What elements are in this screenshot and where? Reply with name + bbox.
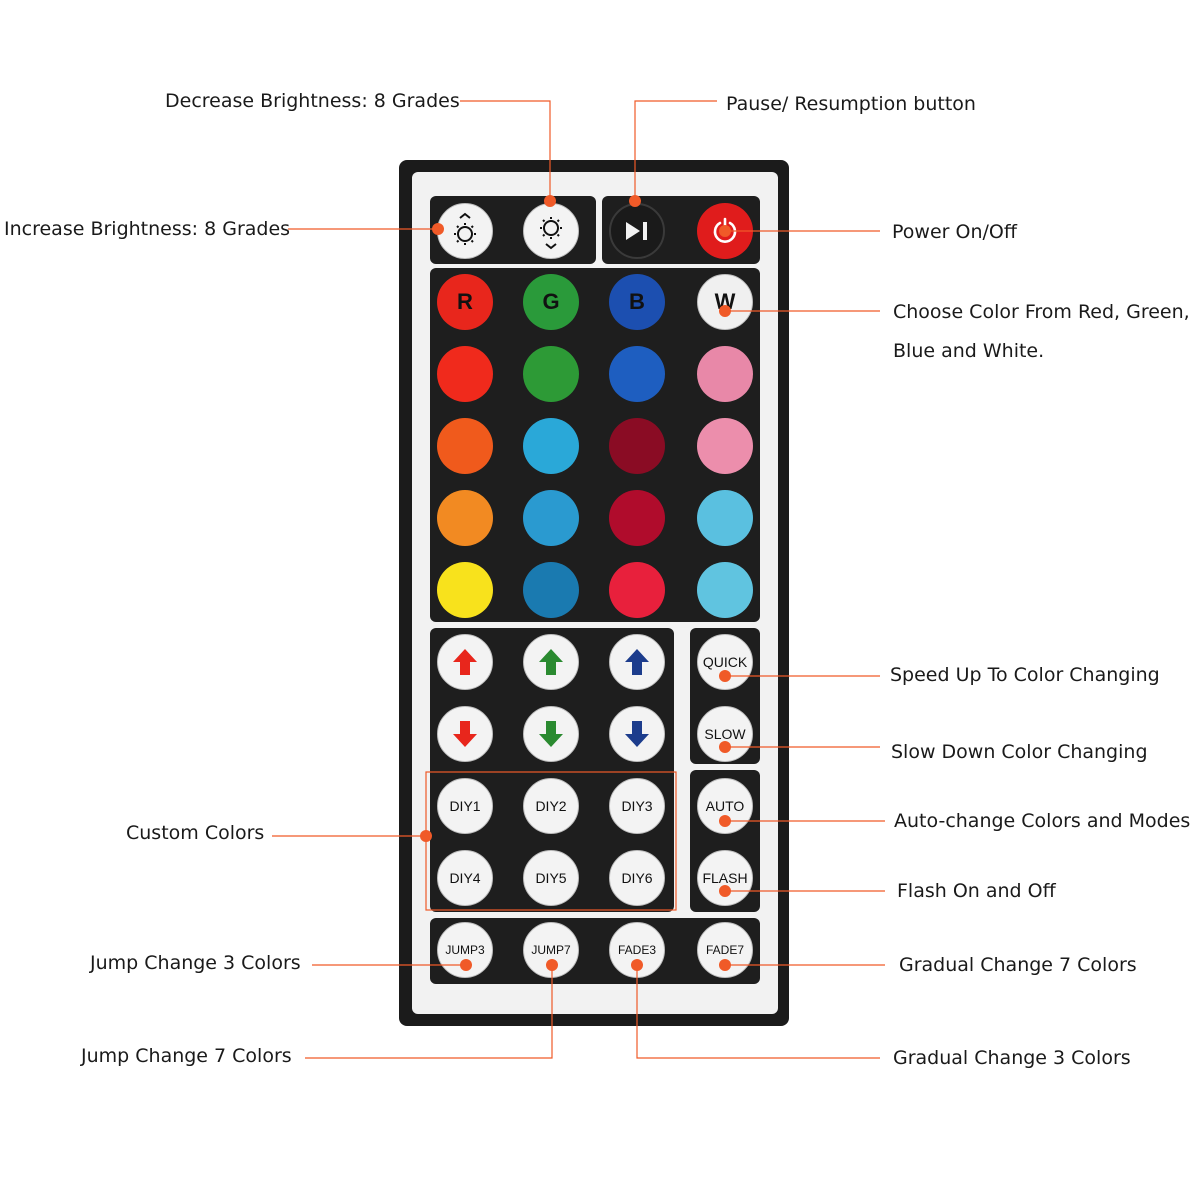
flash-button-label: FLASH <box>702 870 748 886</box>
diy3-button[interactable]: DIY3 <box>609 778 665 834</box>
red-down-button[interactable] <box>437 706 493 762</box>
arrow-down-icon <box>625 721 649 747</box>
callout-dot-flash <box>719 885 731 897</box>
color-button-r4c1[interactable] <box>437 490 493 546</box>
auto-button[interactable]: AUTO <box>697 778 753 834</box>
brightness-down-icon <box>540 217 562 250</box>
arrow-up-icon <box>625 649 649 675</box>
color-button-w[interactable]: W <box>697 274 753 330</box>
quick-button-label: QUICK <box>702 654 748 670</box>
label-choose-color-1: Choose Color From Red, Green, <box>893 301 1190 323</box>
callout-dot-jump7 <box>546 959 558 971</box>
label-choose-color-2: Blue and White. <box>893 340 1045 362</box>
diy5-button[interactable]: DIY5 <box>523 850 579 906</box>
fade3-button-label: FADE3 <box>617 943 656 957</box>
color-button-r3c4[interactable] <box>697 418 753 474</box>
jump3-button-label: JUMP3 <box>445 943 485 957</box>
callout-dot-jump3 <box>460 959 472 971</box>
red-up-button[interactable] <box>437 634 493 690</box>
callout-dot-custom <box>420 830 432 842</box>
color-button-b[interactable]: B <box>609 274 665 330</box>
color-button-r2c3[interactable] <box>609 346 665 402</box>
diy1-button[interactable]: DIY1 <box>437 778 493 834</box>
callout-dot-choose <box>719 305 731 317</box>
label-decrease-brightness: Decrease Brightness: 8 Grades <box>165 90 460 112</box>
arrow-up-icon <box>539 649 563 675</box>
fade7-button-label: FADE7 <box>705 943 744 957</box>
blue-up-button[interactable] <box>609 634 665 690</box>
diy3-button-label: DIY3 <box>621 798 653 814</box>
color-button-r2c2[interactable] <box>523 346 579 402</box>
color-button-r5c2[interactable] <box>523 562 579 618</box>
brightness-up-button[interactable] <box>437 203 493 259</box>
diy4-button[interactable]: DIY4 <box>437 850 493 906</box>
brightness-up-icon <box>454 212 476 245</box>
diy5-button-label: DIY5 <box>535 870 567 886</box>
color-button-g[interactable]: G <box>523 274 579 330</box>
color-button-r-label: R <box>457 289 473 314</box>
color-button-g-label: G <box>542 289 560 314</box>
color-button-r2c1[interactable] <box>437 346 493 402</box>
arrow-down-icon <box>453 721 477 747</box>
label-jump7: Jump Change 7 Colors <box>81 1045 292 1067</box>
auto-button-label: AUTO <box>705 798 745 814</box>
callout-dot-fade3 <box>631 959 643 971</box>
label-increase-brightness: Increase Brightness: 8 Grades <box>4 218 291 240</box>
label-fade7: Gradual Change 7 Colors <box>899 954 1137 976</box>
color-button-b-label: B <box>629 289 645 314</box>
color-button-r[interactable]: R <box>437 274 493 330</box>
green-down-button[interactable] <box>523 706 579 762</box>
callout-dot-quick <box>719 670 731 682</box>
blue-down-button[interactable] <box>609 706 665 762</box>
arrow-up-icon <box>453 649 477 675</box>
label-speed-up: Speed Up To Color Changing <box>890 664 1160 686</box>
callout-dot-pause <box>629 195 641 207</box>
callout-line-pause <box>634 100 717 201</box>
play-pause-button[interactable] <box>609 203 665 259</box>
color-button-r4c2[interactable] <box>523 490 579 546</box>
color-button-r2c4[interactable] <box>697 346 753 402</box>
label-custom-colors: Custom Colors <box>126 822 265 844</box>
callout-dot-increase <box>432 223 444 235</box>
diy2-button[interactable]: DIY2 <box>523 778 579 834</box>
callout-dot-auto <box>719 815 731 827</box>
slow-button[interactable]: SLOW <box>697 706 753 762</box>
play-pause-icon <box>626 222 647 240</box>
color-button-r5c1[interactable] <box>437 562 493 618</box>
slow-button-label: SLOW <box>704 726 746 742</box>
color-button-r5c4[interactable] <box>697 562 753 618</box>
color-button-r4c4[interactable] <box>697 490 753 546</box>
label-flash: Flash On and Off <box>897 880 1056 902</box>
diy4-button-label: DIY4 <box>449 870 481 886</box>
callout-line-fade3 <box>636 965 880 1059</box>
diy6-button[interactable]: DIY6 <box>609 850 665 906</box>
color-button-r4c3[interactable] <box>609 490 665 546</box>
diy6-button-label: DIY6 <box>621 870 653 886</box>
label-jump3: Jump Change 3 Colors <box>90 952 301 974</box>
callout-line-jump7 <box>305 965 553 1059</box>
label-auto-change: Auto-change Colors and Modes <box>894 810 1191 832</box>
diy2-button-label: DIY2 <box>535 798 567 814</box>
green-up-button[interactable] <box>523 634 579 690</box>
color-button-r3c1[interactable] <box>437 418 493 474</box>
color-button-r3c2[interactable] <box>523 418 579 474</box>
label-fade3: Gradual Change 3 Colors <box>893 1047 1131 1069</box>
callout-dot-fade7 <box>719 959 731 971</box>
diy1-button-label: DIY1 <box>449 798 481 814</box>
arrow-down-icon <box>539 721 563 747</box>
label-slow-down: Slow Down Color Changing <box>891 741 1148 763</box>
callout-line-decrease <box>460 100 551 201</box>
callout-dot-slow <box>719 741 731 753</box>
color-button-r5c3[interactable] <box>609 562 665 618</box>
custom-colors-bracket <box>425 771 677 911</box>
flash-button[interactable]: FLASH <box>697 850 753 906</box>
callout-dot-decrease <box>544 195 556 207</box>
label-pause: Pause/ Resumption button <box>726 93 976 115</box>
callout-dot-power <box>719 225 731 237</box>
jump7-button-label: JUMP7 <box>531 943 571 957</box>
color-button-r3c3[interactable] <box>609 418 665 474</box>
label-power: Power On/Off <box>892 221 1017 243</box>
